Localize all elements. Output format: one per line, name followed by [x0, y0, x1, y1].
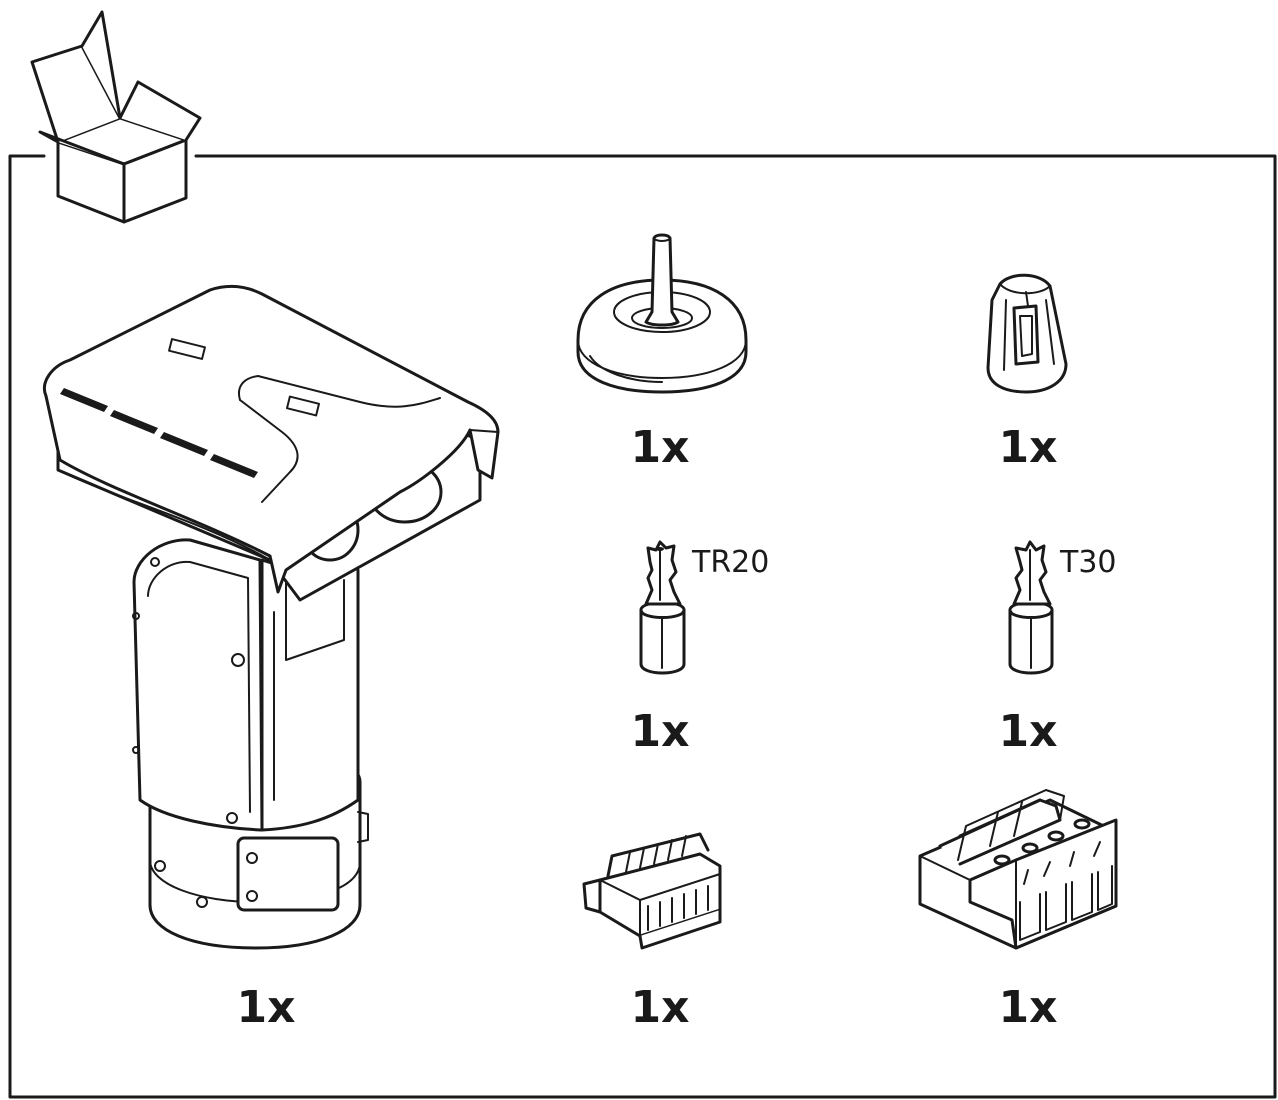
screwdriver-bit-tr20-icon	[639, 540, 686, 675]
ptz-camera-icon	[43, 285, 500, 950]
cable-clip-icon	[986, 273, 1068, 394]
contents-frame	[8, 154, 1277, 1099]
io-connector-quantity: 1x	[631, 982, 690, 1033]
camera-quantity: 1x	[237, 982, 296, 1033]
open-box-icon	[30, 10, 202, 224]
bit-t30-quantity: 1x	[999, 706, 1058, 757]
bit-t30-label: T30	[1059, 545, 1117, 580]
terminal-block-small-icon	[582, 832, 722, 950]
terminal-block-large-icon	[918, 789, 1118, 950]
bit-tr20-quantity: 1x	[631, 706, 690, 757]
screwdriver-bit-t30-icon	[1008, 540, 1054, 675]
cable-gasket-icon	[576, 233, 748, 394]
bit-tr20-label: TR20	[691, 545, 769, 580]
power-connector-quantity: 1x	[999, 982, 1058, 1033]
cable-gasket-quantity: 1x	[631, 422, 690, 473]
cable-clip-quantity: 1x	[999, 422, 1058, 473]
